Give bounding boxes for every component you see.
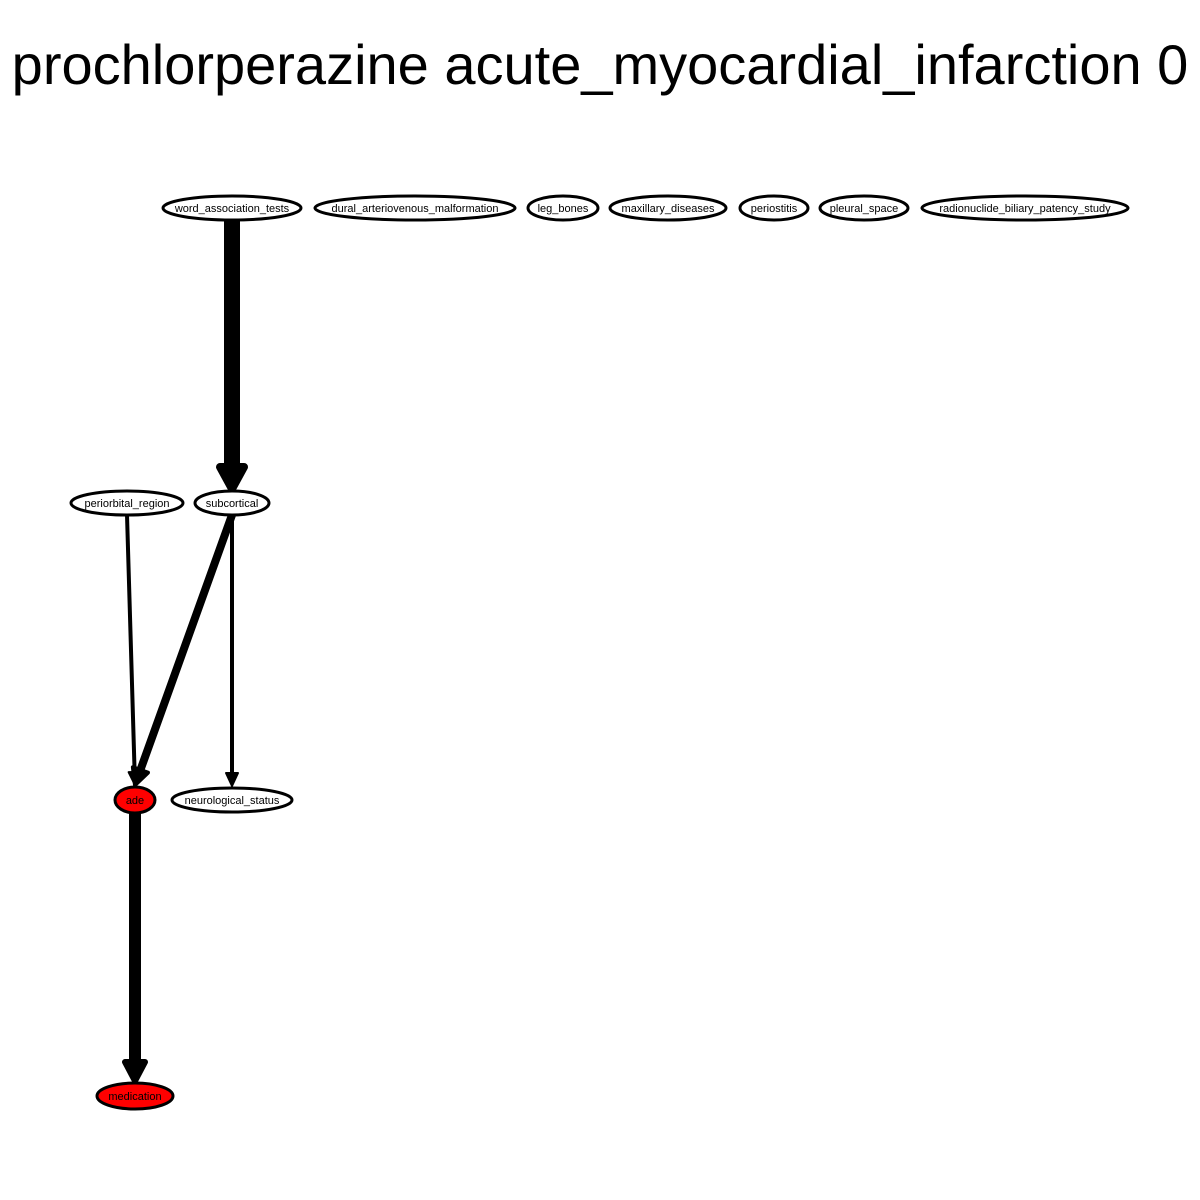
node-label-maxillary_diseases: maxillary_diseases (622, 203, 715, 215)
node-label-radionuclide_biliary_patency_study: radionuclide_biliary_patency_study (939, 203, 1111, 215)
node-shape-leg_bones (526, 194, 600, 222)
node-shape-periorbital_region (69, 489, 185, 517)
node-maxillary_diseases: maxillary_diseases (608, 194, 728, 222)
node-periorbital_region: periorbital_region (69, 489, 185, 517)
node-medication: medication (95, 1081, 175, 1111)
edge-arrowhead-ade-to-medication (122, 1059, 148, 1084)
node-periostitis: periostitis (738, 194, 810, 222)
edge-arrowhead-subcortical-to-ade (130, 765, 150, 787)
node-neurological_status: neurological_status (170, 786, 294, 814)
node-shape-dural_arteriovenous_malformation (313, 194, 517, 222)
edge-subcortical-to-ade (136, 511, 236, 774)
node-label-subcortical: subcortical (206, 498, 259, 510)
node-word_association_tests: word_association_tests (161, 194, 303, 222)
node-label-ade: ade (126, 795, 144, 807)
node-label-periostitis: periostitis (751, 203, 798, 215)
node-label-medication: medication (108, 1091, 161, 1103)
node-shape-pleural_space (818, 194, 910, 222)
node-radionuclide_biliary_patency_study: radionuclide_biliary_patency_study (920, 194, 1130, 222)
node-label-word_association_tests: word_association_tests (174, 203, 290, 215)
node-pleural_space: pleural_space (818, 194, 910, 222)
node-shape-word_association_tests (161, 194, 303, 222)
node-shape-periostitis (738, 194, 810, 222)
node-label-pleural_space: pleural_space (830, 203, 899, 215)
node-label-periorbital_region: periorbital_region (85, 498, 170, 510)
edge-arrowhead-word_association_tests-to-subcortical (216, 463, 248, 493)
node-shape-ade (113, 785, 157, 815)
node-shape-medication (95, 1081, 175, 1111)
node-label-dural_arteriovenous_malformation: dural_arteriovenous_malformation (332, 203, 499, 215)
node-shape-neurological_status (170, 786, 294, 814)
edge-arrowhead-subcortical-to-neurological_status (225, 772, 239, 787)
node-leg_bones: leg_bones (526, 194, 600, 222)
edge-periorbital_region-to-ade (125, 513, 137, 775)
edges-layer (122, 212, 248, 1084)
node-shape-subcortical (193, 489, 271, 517)
nodes-layer: word_association_tests dural_arteriovenou… (69, 194, 1130, 1111)
node-subcortical: subcortical (193, 489, 271, 517)
graph-title: prochlorperazine acute_myocardial_infarc… (12, 33, 1189, 96)
node-ade: ade (113, 785, 157, 815)
node-label-leg_bones: leg_bones (538, 203, 589, 215)
node-shape-radionuclide_biliary_patency_study (920, 194, 1130, 222)
node-shape-maxillary_diseases (608, 194, 728, 222)
node-dural_arteriovenous_malformation: dural_arteriovenous_malformation (313, 194, 517, 222)
node-label-neurological_status: neurological_status (185, 795, 280, 807)
